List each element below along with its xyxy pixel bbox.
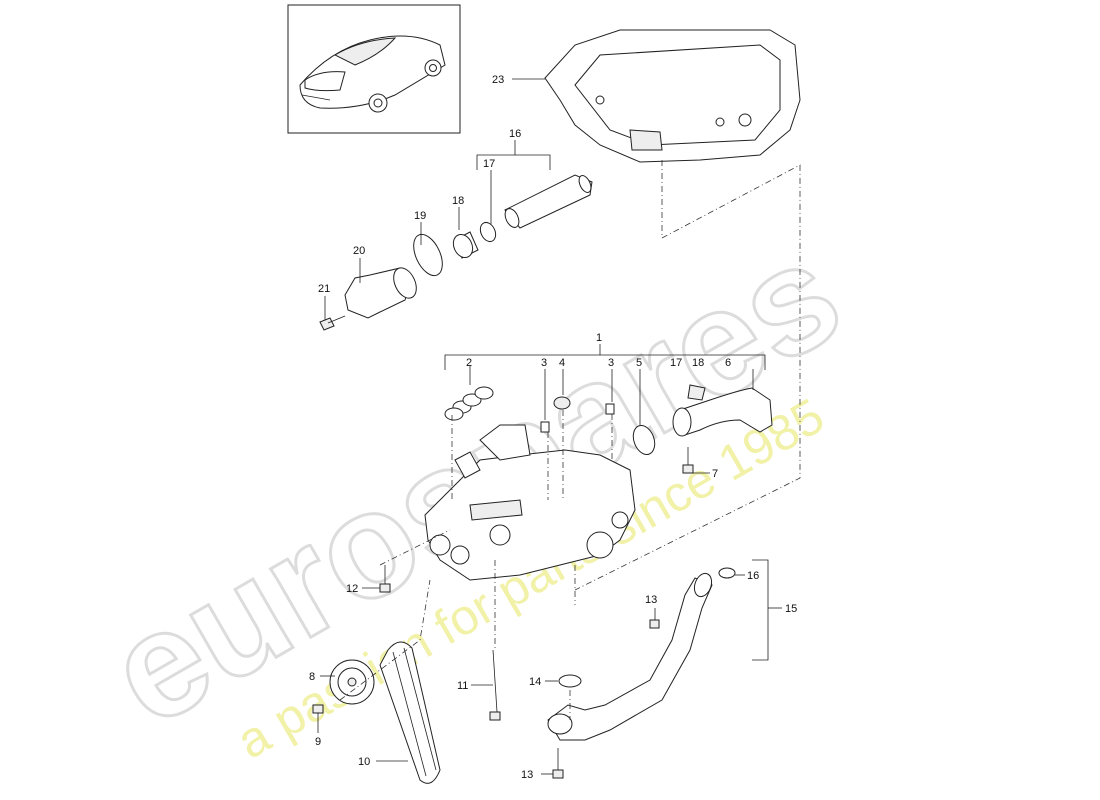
o-rings-2-part — [444, 386, 494, 421]
plug-3-parts — [540, 403, 615, 433]
seal-ring-18-part — [479, 221, 497, 243]
sprocket-8-part — [329, 659, 375, 705]
callout-16: 16 — [747, 570, 759, 582]
callout-21: 20 — [353, 245, 365, 257]
bolt-11-part — [489, 649, 501, 721]
o-ring-14-part — [558, 674, 582, 688]
bracket-group-17 — [476, 140, 551, 170]
callout-2: 2 — [466, 357, 472, 369]
callout-6: 6 — [725, 357, 731, 369]
callout-12: 12 — [346, 583, 358, 595]
callout-10: 10 — [358, 756, 370, 768]
callout-11: 11 — [457, 680, 468, 692]
vehicle-thumbnail — [287, 4, 461, 134]
callout-9: 9 — [315, 736, 321, 748]
callout-15: 15 — [785, 603, 797, 615]
callout-7: 7 — [712, 468, 718, 480]
callout-17-top: 16 — [509, 128, 521, 140]
seal-16-part — [718, 567, 736, 579]
callout-13-upper: 13 — [645, 594, 657, 606]
bolt-13-lower-part — [552, 748, 564, 779]
callout-4: 4 — [559, 357, 565, 369]
o-ring-20-part — [413, 233, 443, 277]
callout-18-top: 17 — [483, 158, 495, 170]
plug-19-part — [452, 231, 479, 259]
callout-fourteen: 14 — [529, 676, 541, 688]
bolt-13-upper-part — [649, 619, 660, 629]
callout-3-right: 3 — [608, 357, 614, 369]
callout-5: 5 — [636, 357, 642, 369]
callout-3-left: 3 — [541, 357, 547, 369]
oil-sump-part — [544, 29, 801, 163]
bracket-group-1 — [444, 344, 766, 370]
leader-lines — [317, 78, 754, 775]
bolt-7-part — [682, 447, 694, 474]
callout-20: 19 — [414, 210, 426, 222]
callout-13-lower: 13 — [521, 769, 533, 781]
callout-1: 1 — [596, 332, 602, 344]
callout-8: 8 — [309, 671, 315, 683]
callout-19: 18 — [452, 195, 464, 207]
pickup-pipe-15-part — [547, 572, 713, 741]
cover-21-part — [344, 267, 417, 319]
seal-5-part — [632, 424, 656, 456]
callout-23: 23 — [492, 74, 504, 86]
oil-pump-part — [424, 424, 636, 581]
callout-18-mid: 18 — [692, 357, 704, 369]
pipe-6-part — [672, 384, 773, 437]
pressure-valve-part — [504, 174, 593, 229]
cap-4-part — [553, 396, 571, 410]
reference-lines — [339, 160, 801, 720]
bolt-22-part — [319, 315, 346, 331]
bolt-9-part — [312, 704, 324, 714]
callout-17-mid: 17 — [670, 357, 682, 369]
callout-22: 21 — [318, 283, 330, 295]
bracket-group-15 — [752, 559, 782, 661]
chain-10-part — [379, 641, 441, 784]
callout-labels: 23 16 17 18 19 20 21 1 2 3 4 3 5 17 18 6… — [309, 74, 797, 781]
